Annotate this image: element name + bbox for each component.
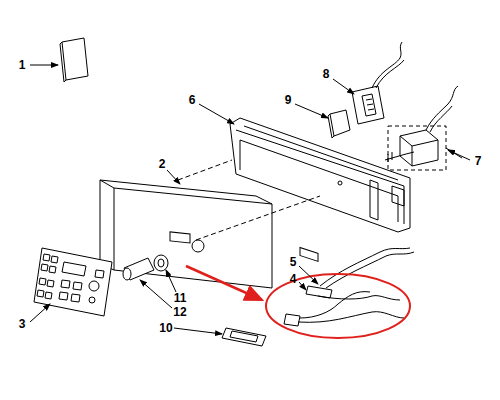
callout-number: 5 xyxy=(290,256,297,268)
knob-part xyxy=(123,255,168,280)
callout-number: 3 xyxy=(19,318,26,330)
leader-lines xyxy=(30,65,470,334)
callout-number: 10 xyxy=(159,322,172,334)
callout-number: 9 xyxy=(285,94,292,106)
callout-number: 4 xyxy=(290,273,297,285)
bracket-part xyxy=(222,328,266,346)
small-board-part xyxy=(328,110,350,138)
highlight-ellipse xyxy=(266,274,410,338)
callout-number: 6 xyxy=(189,94,196,106)
callout-number: 7 xyxy=(475,155,482,167)
callout-number: 11 xyxy=(174,292,187,304)
callout-number: 12 xyxy=(173,306,186,318)
callout-number: 2 xyxy=(159,158,166,170)
callout-number: 8 xyxy=(323,68,330,80)
faceplate-part xyxy=(34,248,112,316)
front-panel-part xyxy=(100,180,272,288)
callout-number: 1 xyxy=(19,59,26,71)
control-module-part xyxy=(385,86,462,170)
switch-part xyxy=(352,42,404,124)
card-part xyxy=(60,38,88,82)
highlight-arrow xyxy=(186,266,262,300)
